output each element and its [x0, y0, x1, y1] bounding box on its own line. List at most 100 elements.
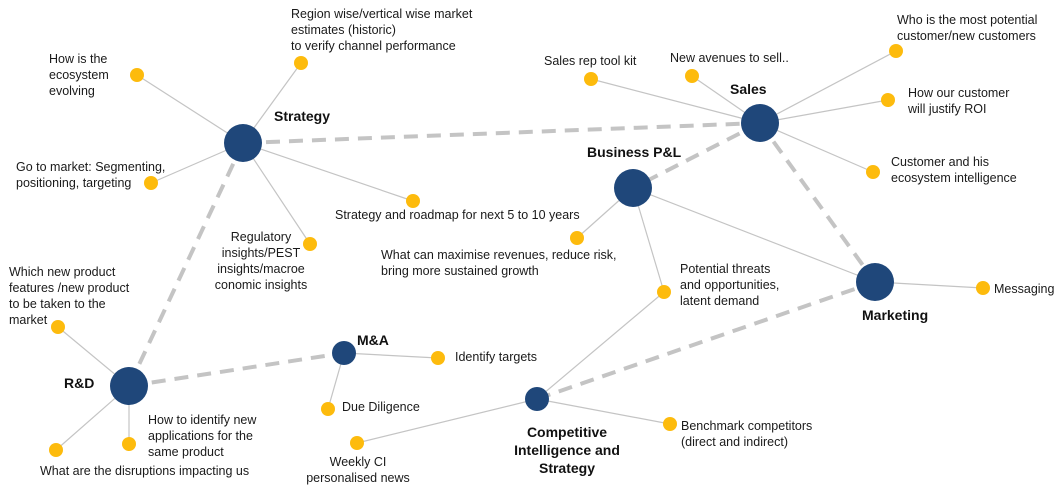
- hub-label-strategy-line: Strategy: [274, 108, 330, 124]
- hub-label-strategy: Strategy: [274, 108, 330, 124]
- leaf-label-new-avenues-line: New avenues to sell..: [670, 51, 789, 65]
- hub-node-strategy[interactable]: [224, 124, 262, 162]
- hub-label-marketing-line: Marketing: [862, 307, 928, 323]
- leaf-node-go-to-market[interactable]: [144, 176, 158, 190]
- leaf-node-justify-roi[interactable]: [881, 93, 895, 107]
- link-sales-potential-customer: [759, 50, 897, 124]
- leaf-label-threats-line: latent demand: [680, 294, 759, 308]
- leaf-label-maximise-revenues-line: bring more sustained growth: [381, 264, 539, 278]
- leaf-label-ecosystem-line: How is the: [49, 52, 107, 66]
- leaf-label-new-product-line: Which new product: [9, 265, 116, 279]
- leaf-label-customer-ecosystem-line: ecosystem intelligence: [891, 171, 1017, 185]
- leaf-node-regulatory[interactable]: [303, 237, 317, 251]
- leaf-node-benchmark[interactable]: [663, 417, 677, 431]
- leaf-label-new-applications-line: How to identify new: [148, 413, 257, 427]
- link-strategy-regulatory: [242, 142, 311, 245]
- leaf-label-region-estimates-line: to verify channel performance: [291, 39, 456, 53]
- hub-label-sales: Sales: [730, 81, 767, 97]
- leaf-node-identify-targets[interactable]: [431, 351, 445, 365]
- leaf-label-regulatory-line: Regulatory: [231, 230, 292, 244]
- leaf-node-ecosystem[interactable]: [130, 68, 144, 82]
- leaf-label-regulatory-line: conomic insights: [215, 278, 307, 292]
- leaf-label-messaging: Messaging: [994, 282, 1054, 296]
- leaf-label-sales-toolkit-line: Sales rep tool kit: [544, 54, 637, 68]
- leaf-label-weekly-ci-line: personalised news: [306, 471, 410, 485]
- leaf-node-maximise-revenues[interactable]: [570, 231, 584, 245]
- leaf-label-roadmap-line: Strategy and roadmap for next 5 to 10 ye…: [335, 208, 580, 222]
- hub-label-ci-line: Competitive: [527, 424, 607, 440]
- hub-node-marketing[interactable]: [856, 263, 894, 301]
- leaf-node-region-estimates[interactable]: [294, 56, 308, 70]
- dashed-link-rd-ma: [128, 351, 345, 388]
- leaf-label-go-to-market-line: positioning, targeting: [16, 176, 131, 190]
- hub-label-business-pl: Business P&L: [587, 144, 682, 160]
- leaf-label-go-to-market: Go to market: Segmenting, positioning, ta…: [16, 160, 165, 190]
- leaf-node-customer-ecosystem[interactable]: [866, 165, 880, 179]
- leaf-node-new-product[interactable]: [51, 320, 65, 334]
- hub-node-rd[interactable]: [110, 367, 148, 405]
- link-strategy-roadmap: [242, 142, 414, 202]
- leaf-label-customer-ecosystem-line: Customer and his: [891, 155, 989, 169]
- leaf-node-potential-customer[interactable]: [889, 44, 903, 58]
- hub-label-rd-line: R&D: [64, 375, 94, 391]
- hub-label-ma: M&A: [357, 332, 389, 348]
- leaf-node-due-diligence[interactable]: [321, 402, 335, 416]
- leaf-label-region-estimates-line: Region wise/vertical wise market: [291, 7, 473, 21]
- hub-label-sales-line: Sales: [730, 81, 767, 97]
- leaf-label-new-product-line: market: [9, 313, 48, 327]
- leaf-node-threats[interactable]: [657, 285, 671, 299]
- leaf-node-disruptions[interactable]: [49, 443, 63, 457]
- dashed-link-sales-business-pl: [632, 121, 761, 190]
- leaf-label-threats-line: Potential threats: [680, 262, 770, 276]
- nodes-layer: [49, 44, 990, 457]
- hub-label-ci-line: Strategy: [539, 460, 595, 476]
- leaf-label-potential-customer-line: customer/new customers: [897, 29, 1036, 43]
- leaf-label-disruptions: What are the disruptions impacting us: [40, 464, 249, 478]
- leaf-label-weekly-ci-line: Weekly CI: [330, 455, 387, 469]
- leaf-label-ecosystem-line: evolving: [49, 84, 95, 98]
- leaf-label-roadmap: Strategy and roadmap for next 5 to 10 ye…: [335, 208, 580, 222]
- link-sales-sales-toolkit: [590, 78, 761, 124]
- link-sales-justify-roi: [759, 99, 889, 124]
- leaf-node-new-avenues[interactable]: [685, 69, 699, 83]
- dashed-link-ci-marketing: [536, 280, 876, 401]
- leaf-label-due-diligence-line: Due Diligence: [342, 400, 420, 414]
- dashed-link-strategy-sales: [242, 121, 761, 145]
- leaf-label-justify-roi-line: will justify ROI: [907, 102, 986, 116]
- hub-node-sales[interactable]: [741, 104, 779, 142]
- hub-label-rd: R&D: [64, 375, 94, 391]
- dashed-link-sales-marketing: [758, 121, 877, 284]
- hub-node-ma[interactable]: [332, 341, 356, 365]
- leaf-node-new-applications[interactable]: [122, 437, 136, 451]
- leaf-label-benchmark: Benchmark competitors(direct and indirec…: [681, 419, 812, 449]
- hub-label-ci-line: Intelligence and: [514, 442, 620, 458]
- link-ci-threats: [536, 291, 665, 400]
- leaf-label-regulatory-line: insights/PEST: [222, 246, 301, 260]
- leaf-label-benchmark-line: Benchmark competitors: [681, 419, 812, 433]
- hub-label-business-pl-line: Business P&L: [587, 144, 682, 160]
- leaf-node-weekly-ci[interactable]: [350, 436, 364, 450]
- leaf-label-threats: Potential threats and opportunities, laten…: [680, 262, 779, 308]
- leaf-label-maximise-revenues: What can maximise revenues, reduce risk,…: [381, 248, 617, 278]
- leaf-node-messaging[interactable]: [976, 281, 990, 295]
- leaf-label-customer-ecosystem: Customer and his ecosystem intelligence: [891, 155, 1017, 185]
- leaf-label-go-to-market-line: Go to market: Segmenting,: [16, 160, 165, 174]
- link-strategy-ecosystem: [136, 74, 244, 144]
- link-ci-benchmark: [536, 398, 671, 425]
- hub-node-business-pl[interactable]: [614, 169, 652, 207]
- link-business-pl-marketing: [632, 187, 876, 283]
- leaf-node-sales-toolkit[interactable]: [584, 72, 598, 86]
- leaf-label-messaging-line: Messaging: [994, 282, 1054, 296]
- leaf-label-regulatory-line: insights/macroe: [217, 262, 305, 276]
- leaf-label-new-product-line: to be taken to the: [9, 297, 106, 311]
- leaf-label-threats-line: and opportunities,: [680, 278, 779, 292]
- hub-node-ci[interactable]: [525, 387, 549, 411]
- leaf-node-roadmap[interactable]: [406, 194, 420, 208]
